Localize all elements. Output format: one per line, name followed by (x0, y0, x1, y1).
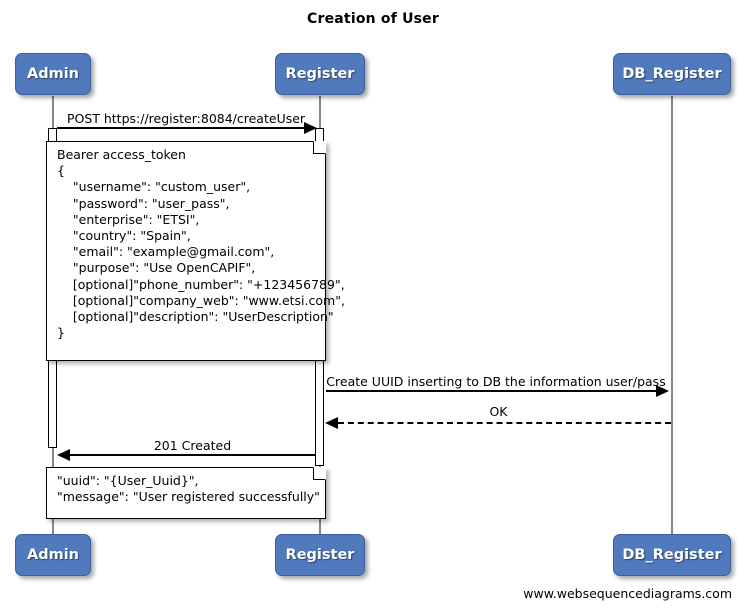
message-label-1: POST https://register:8084/createUser (66, 111, 306, 126)
actor-db-register-bottom[interactable]: DB_Register (613, 534, 731, 576)
message-label-2: Create UUID inserting to DB the informat… (326, 374, 666, 389)
actor-admin-top-label: Admin (26, 66, 79, 82)
message-arrowhead-2 (656, 385, 669, 397)
message-label-4: 201 Created (153, 438, 232, 453)
actor-register-top[interactable]: Register (275, 53, 365, 95)
response-body-note: "uuid": "{User_Uuid}", "message": "User … (46, 467, 326, 519)
actor-register-top-label: Register (285, 66, 355, 82)
actor-admin-top[interactable]: Admin (15, 53, 91, 95)
actor-db-register-top-label: DB_Register (622, 66, 722, 82)
message-arrowhead-3 (325, 417, 338, 429)
actor-db-register-bottom-label: DB_Register (622, 547, 722, 563)
actor-register-bottom-label: Register (285, 547, 355, 563)
actor-admin-bottom-label: Admin (26, 547, 79, 563)
note-shape (46, 467, 326, 519)
message-line-4 (70, 454, 315, 456)
page-title: Creation of User (307, 11, 439, 27)
actor-register-bottom[interactable]: Register (275, 534, 365, 576)
message-arrowhead-1 (304, 122, 317, 134)
message-line-1 (57, 127, 305, 129)
note-shape (46, 141, 326, 361)
watermark-footer: www.websequencediagrams.com (523, 586, 732, 601)
actor-db-register-top[interactable]: DB_Register (613, 53, 731, 95)
lifeline-db-register (671, 96, 673, 536)
message-arrowhead-4 (57, 449, 70, 461)
request-body-note: Bearer access_token { "username": "custo… (46, 141, 345, 361)
response-body-note-text: "uuid": "{User_Uuid}", "message": "User … (57, 473, 320, 505)
message-label-3: OK (489, 404, 508, 419)
message-line-2 (326, 390, 657, 392)
actor-admin-bottom[interactable]: Admin (15, 534, 91, 576)
message-line-3 (338, 422, 671, 424)
request-body-note-text: Bearer access_token { "username": "custo… (57, 147, 345, 341)
